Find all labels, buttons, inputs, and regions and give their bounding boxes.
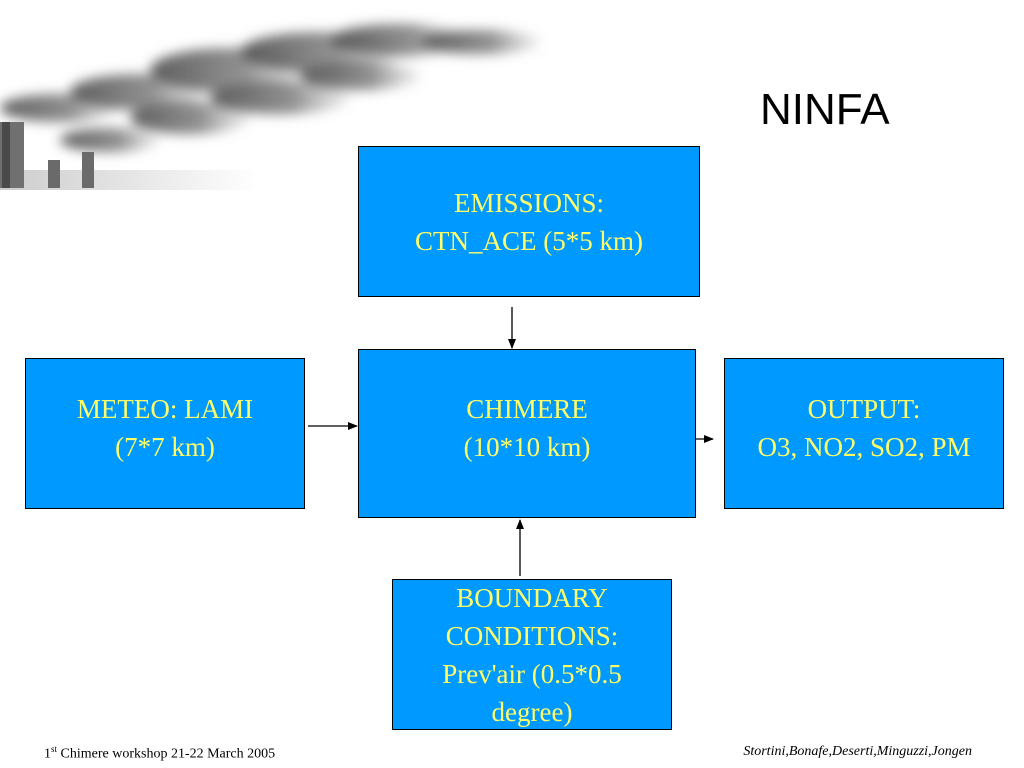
meteo-detail: (7*7 km) xyxy=(115,431,215,462)
output-detail: O3, NO2, SO2, PM xyxy=(757,431,971,462)
output-label: OUTPUT: xyxy=(807,393,921,424)
emissions-box: EMISSIONS: CTN_ACE (5*5 km) xyxy=(358,146,700,297)
boundary-line-2: CONDITIONS: xyxy=(445,620,619,651)
footer-authors: Stortini,Bonafe,Deserti,Minguzzi,Jongen xyxy=(743,744,972,759)
emissions-label: EMISSIONS: xyxy=(453,187,605,218)
footer-workshop: 1st Chimere workshop 21-22 March 2005 xyxy=(44,744,275,763)
meteo-label: METEO: LAMI xyxy=(76,393,254,424)
output-box: OUTPUT: O3, NO2, SO2, PM xyxy=(724,358,1004,509)
footer-ordinal: 1 xyxy=(44,746,51,762)
emissions-detail: CTN_ACE (5*5 km) xyxy=(415,225,643,256)
chimere-box: CHIMERE (10*10 km) xyxy=(358,349,696,518)
boundary-conditions-box: BOUNDARY CONDITIONS: Prev'air (0.5*0.5 d… xyxy=(392,579,672,730)
smokestacks-image xyxy=(0,24,540,190)
chimere-detail: (10*10 km) xyxy=(463,431,591,462)
boundary-line-4: degree) xyxy=(491,696,573,727)
footer-ordinal-suffix: st xyxy=(51,744,58,754)
boundary-line-3: Prev'air (0.5*0.5 xyxy=(442,658,622,689)
boundary-line-1: BOUNDARY xyxy=(456,582,608,613)
chimere-label: CHIMERE xyxy=(466,393,588,424)
meteo-box: METEO: LAMI (7*7 km) xyxy=(25,358,305,509)
slide-title: NINFA xyxy=(760,85,890,134)
footer-workshop-text: Chimere workshop 21-22 March 2005 xyxy=(57,746,276,762)
